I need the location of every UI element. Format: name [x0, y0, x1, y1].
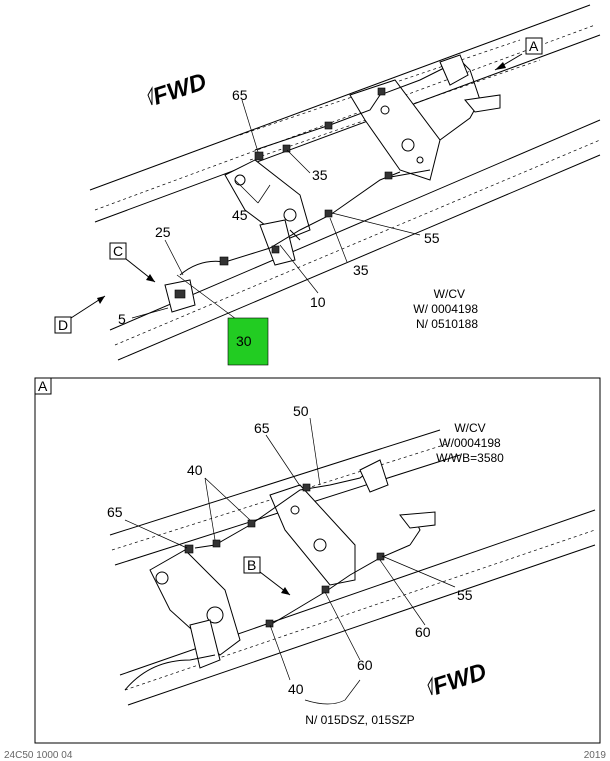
- callout-40-detail-a: 40: [187, 462, 203, 478]
- footer-right: 2019: [584, 750, 607, 761]
- footnote-detail: N/ 015DSZ, 015SZP: [305, 713, 414, 727]
- callout-65-detail-b: 65: [107, 504, 123, 520]
- callout-50-detail: 50: [293, 403, 309, 419]
- callout-40-detail-b: 40: [288, 681, 304, 697]
- callout-65-detail-a: 65: [254, 420, 270, 436]
- view-ref-b-label: B: [247, 557, 256, 573]
- footer: 24C50 1000 04 2019: [4, 750, 606, 761]
- callout-35-top-a: 35: [312, 167, 328, 183]
- callout-25-top: 25: [155, 224, 171, 240]
- callout-60-detail-b: 60: [357, 657, 373, 673]
- fwd-label-top: FWD: [150, 68, 210, 111]
- callout-65-top: 65: [232, 87, 248, 103]
- clips-top: [219, 87, 393, 266]
- harness-wire-top: [179, 59, 481, 276]
- callout-55-detail: 55: [457, 587, 473, 603]
- detail-frame-label: A: [38, 378, 48, 394]
- callout-5-top: 5: [118, 311, 126, 327]
- view-ref-c-label: C: [113, 243, 123, 259]
- crossmember-top: [349, 79, 441, 181]
- callout-55-top: 55: [424, 230, 440, 246]
- crossmember-detail: [269, 484, 356, 586]
- brackets-top: [164, 159, 311, 313]
- note-detail: W/CV W/0004198 W/WB=3580 N/ 015DSZ, 015S…: [305, 421, 504, 727]
- view-ref-c: C: [109, 242, 156, 283]
- view-ref-d-label: D: [58, 317, 68, 333]
- callout-30-highlight[interactable]: 30: [227, 317, 269, 366]
- note-top-line-2: W/ 0004198: [413, 302, 478, 316]
- view-ref-a: A: [494, 37, 543, 71]
- note-detail-line-3: W/WB=3580: [436, 451, 504, 465]
- upper-brackets-detail: [359, 459, 436, 529]
- highlight-box-30[interactable]: [227, 317, 269, 366]
- note-detail-line-2: W/0004198: [439, 436, 501, 450]
- callouts-top: 65 35 45 25 55 35 10 5: [118, 87, 440, 327]
- leaders-top: [131, 99, 421, 323]
- detail-view-a: A: [34, 377, 601, 744]
- upper-brackets-top: [439, 54, 501, 113]
- fwd-indicator-top: FWD: [147, 68, 210, 111]
- callout-35-top-b: 35: [353, 262, 369, 278]
- note-detail-line-1: W/CV: [454, 421, 485, 435]
- callout-45-top: 45: [232, 207, 248, 223]
- callout-30-top[interactable]: 30: [236, 333, 252, 349]
- callout-60-detail-a: 60: [415, 624, 431, 640]
- callouts-detail: 50 65 40 65 55 60 60 40: [107, 403, 473, 697]
- note-top: W/CV W/ 0004198 N/ 0510188: [413, 287, 478, 331]
- view-ref-b: B: [243, 556, 291, 596]
- note-top-line-1: W/CV: [434, 287, 465, 301]
- view-ref-d: D: [54, 295, 106, 334]
- top-view: FWD A C D: [54, 4, 601, 366]
- view-ref-a-label: A: [529, 38, 539, 54]
- frame-rails-top: [89, 4, 601, 361]
- callout-10-top: 10: [310, 294, 326, 310]
- leaders-detail: [124, 417, 456, 705]
- footer-left: 24C50 1000 04: [4, 750, 73, 761]
- note-top-line-3: N/ 0510188: [416, 317, 478, 331]
